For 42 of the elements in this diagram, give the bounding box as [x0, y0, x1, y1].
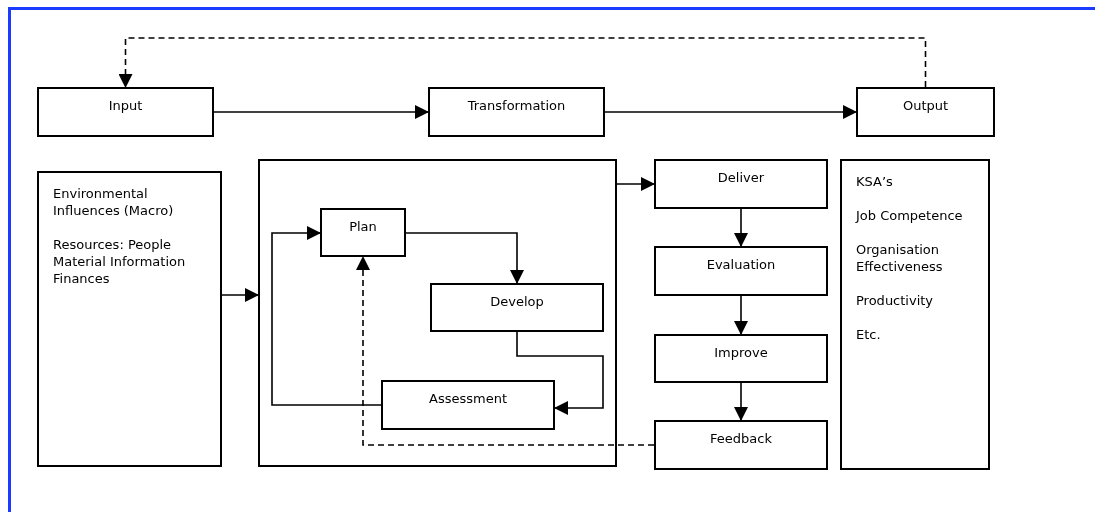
- box-label: Resources: People Material Information Finances: [53, 236, 187, 287]
- process-box: [381, 380, 555, 430]
- process-box: [856, 87, 995, 137]
- process-box: [430, 283, 604, 332]
- box-label: KSA’s: [856, 173, 894, 190]
- box-label: Transformation: [467, 98, 566, 113]
- box-label: Improve: [714, 345, 768, 360]
- box-label: Etc.: [856, 326, 882, 343]
- text-box: [37, 171, 222, 467]
- arrow: [213, 105, 429, 119]
- arrow: [271, 226, 382, 406]
- arrow: [734, 295, 748, 335]
- box-label: Evaluation: [706, 257, 776, 272]
- process-box: [37, 87, 214, 137]
- arrow: [356, 256, 655, 446]
- arrow: [616, 177, 655, 191]
- process-box: [654, 420, 828, 470]
- box-label: Productivity: [856, 292, 935, 309]
- arrow: [734, 208, 748, 247]
- box-label: Assessment: [429, 391, 507, 406]
- group-box: [258, 159, 617, 467]
- process-box: [320, 208, 406, 257]
- process-box: [428, 87, 605, 137]
- box-label: Input: [108, 98, 143, 113]
- box-label: Feedback: [710, 431, 772, 446]
- arrow: [118, 37, 927, 88]
- arrow: [221, 288, 259, 302]
- arrow: [516, 331, 604, 415]
- process-box: [654, 159, 828, 209]
- box-label: Deliver: [717, 170, 765, 185]
- box-label: Output: [902, 98, 949, 113]
- process-box: [654, 334, 828, 383]
- arrow: [734, 382, 748, 421]
- process-box: [654, 246, 828, 296]
- arrow: [604, 105, 857, 119]
- box-label: Plan: [349, 219, 377, 234]
- box-label: Environmental Influences (Macro): [53, 185, 175, 219]
- box-label: Organisation Effectiveness: [856, 241, 944, 275]
- box-label: Job Competence: [856, 207, 964, 224]
- box-label: Develop: [490, 294, 544, 309]
- text-box: [840, 159, 990, 470]
- arrow: [405, 232, 524, 284]
